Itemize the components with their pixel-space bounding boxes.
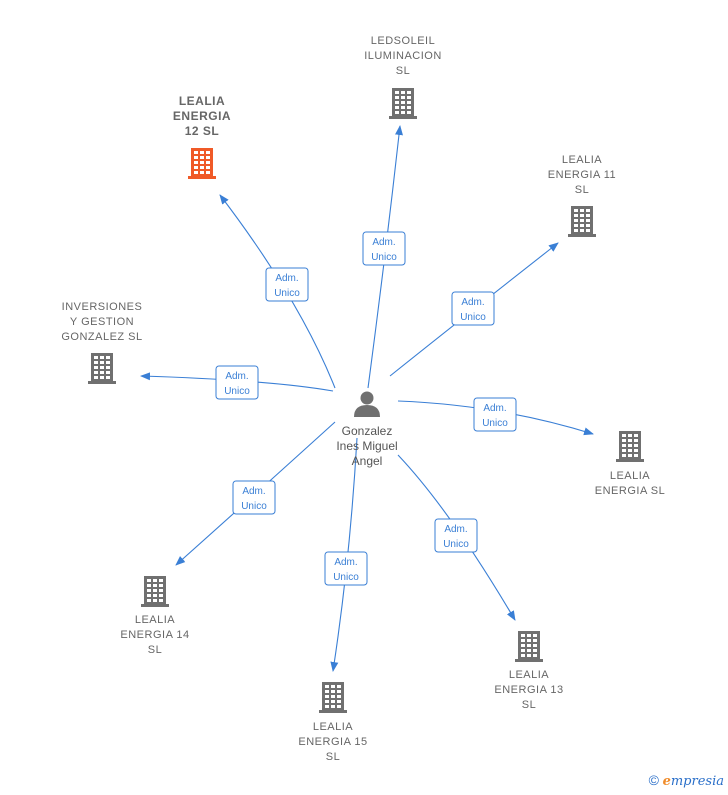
role-label: Unico <box>224 386 250 397</box>
edge-lealia-energia-12: Adm. Unico <box>219 194 336 389</box>
building-icon[interactable] <box>88 353 116 384</box>
role-badge[interactable]: Adm. Unico <box>362 231 406 266</box>
company-label: LEALIA <box>562 154 602 166</box>
edge-lealia-energia-15: Adm. Unico <box>324 437 368 672</box>
role-badge[interactable]: Adm. Unico <box>265 267 309 302</box>
company-label: ILUMINACION <box>364 50 442 62</box>
role-badge[interactable]: Adm. Unico <box>451 291 495 326</box>
role-label: Adm. <box>225 371 248 382</box>
company-label: 12 SL <box>185 124 220 138</box>
company-node-lealia-energia[interactable]: LEALIA ENERGIA SL <box>595 431 665 497</box>
building-icon[interactable] <box>616 431 644 462</box>
building-icon[interactable] <box>319 682 347 713</box>
person-icon[interactable] <box>354 391 380 418</box>
company-label: ENERGIA 15 <box>298 736 367 748</box>
role-label: Adm. <box>242 486 265 497</box>
role-label: Unico <box>241 501 267 512</box>
role-badge[interactable]: Adm. Unico <box>434 518 478 553</box>
edge-ledsoleil: Adm. Unico <box>362 125 406 389</box>
building-icon[interactable] <box>188 148 216 179</box>
company-label: ENERGIA 11 <box>548 169 616 181</box>
role-label: Adm. <box>275 273 298 284</box>
company-label: INVERSIONES <box>62 301 143 313</box>
role-label: Unico <box>460 312 486 323</box>
building-icon[interactable] <box>141 576 169 607</box>
role-badge[interactable]: Adm. Unico <box>215 365 259 400</box>
company-node-lealia-energia-15[interactable]: LEALIA ENERGIA 15 SL <box>298 682 367 763</box>
company-label: LEALIA <box>509 669 549 681</box>
building-icon[interactable] <box>568 206 596 237</box>
building-icon[interactable] <box>389 88 417 119</box>
role-badge[interactable]: Adm. Unico <box>473 397 517 432</box>
edge-inversiones: Adm. Unico <box>140 365 334 400</box>
company-label: LEALIA <box>610 470 650 482</box>
role-label: Unico <box>443 539 469 550</box>
company-label: ENERGIA 14 <box>120 629 189 641</box>
company-label: LEALIA <box>135 614 175 626</box>
footer-brand: © empresia <box>649 772 724 789</box>
company-label: SL <box>396 65 410 77</box>
role-label: Adm. <box>444 524 467 535</box>
role-label: Unico <box>482 418 508 429</box>
company-label: LEALIA <box>313 721 353 733</box>
person-label: Ines Miguel <box>336 439 397 453</box>
company-node-lealia-energia-14[interactable]: LEALIA ENERGIA 14 SL <box>120 576 189 656</box>
company-label: Y GESTION <box>70 316 134 328</box>
company-node-ledsoleil[interactable]: LEDSOLEIL ILUMINACION SL <box>364 35 442 119</box>
role-badge[interactable]: Adm. Unico <box>324 551 368 586</box>
company-label: ENERGIA <box>173 109 231 123</box>
role-label: Adm. <box>483 403 506 414</box>
role-label: Unico <box>333 572 359 583</box>
company-label: SL <box>148 644 162 656</box>
company-node-lealia-energia-11[interactable]: LEALIA ENERGIA 11 SL <box>548 154 616 237</box>
role-label: Adm. <box>461 297 484 308</box>
person-label: Gonzalez <box>342 424 393 438</box>
company-label: SL <box>522 699 536 711</box>
edge-lealia-energia-11: Adm. Unico <box>389 242 559 377</box>
edge-lealia-energia-13: Adm. Unico <box>397 454 516 621</box>
brand-logo: empresia <box>662 774 724 789</box>
role-label: Unico <box>274 288 300 299</box>
company-label: LEDSOLEIL <box>371 35 435 47</box>
company-label: SL <box>326 751 340 763</box>
role-label: Unico <box>371 252 397 263</box>
building-icon[interactable] <box>515 631 543 662</box>
company-label: GONZALEZ SL <box>61 331 142 343</box>
edge-lealia-energia: Adm. Unico <box>397 397 594 436</box>
company-label: ENERGIA SL <box>595 485 665 497</box>
role-label: Adm. <box>372 237 395 248</box>
role-label: Adm. <box>334 557 357 568</box>
company-label: LEALIA <box>179 94 225 108</box>
company-node-inversiones[interactable]: INVERSIONES Y GESTION GONZALEZ SL <box>61 301 142 384</box>
company-node-lealia-energia-13[interactable]: LEALIA ENERGIA 13 SL <box>494 631 563 711</box>
copyright-symbol: © <box>648 772 659 788</box>
edge-lealia-energia-14: Adm. Unico <box>175 421 336 566</box>
role-badge[interactable]: Adm. Unico <box>232 480 276 515</box>
company-label: ENERGIA 13 <box>494 684 563 696</box>
company-label: SL <box>575 184 589 196</box>
person-label: Angel <box>352 454 383 468</box>
